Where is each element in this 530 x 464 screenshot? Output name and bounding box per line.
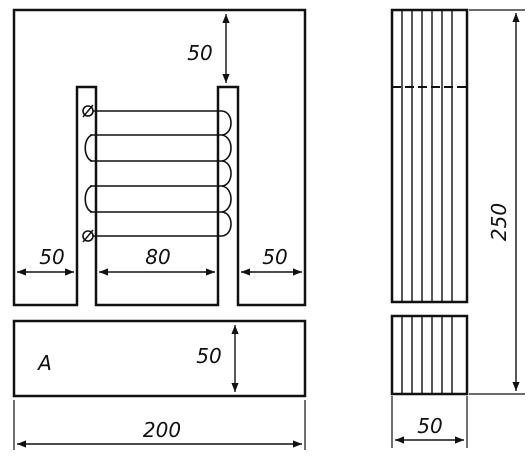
dimension-left-leg: 50 [17, 245, 74, 276]
dimension-right-leg: 50 [241, 245, 302, 276]
dim-label: 80 [145, 245, 170, 269]
dimension-top-window: 50 [187, 14, 230, 83]
dimension-stack-height: 250 [469, 9, 525, 395]
side-view-lower-stack [390, 314, 469, 396]
winding-coil [84, 110, 232, 237]
dim-label: 250 [487, 203, 511, 241]
dim-label: 50 [262, 245, 287, 269]
dimension-window-width: 80 [99, 245, 215, 276]
coil-terminal-icon [82, 104, 94, 118]
dim-label: 50 [196, 344, 221, 368]
dim-label: 50 [417, 414, 442, 438]
dim-label: 200 [143, 418, 181, 442]
dimension-total-width: 200 [13, 400, 306, 450]
side-view-upper-stack [390, 8, 469, 304]
part-letter: A [36, 351, 52, 375]
dim-label: 50 [187, 41, 212, 65]
coil-terminal-icon [82, 229, 94, 243]
dimension-stack-width: 50 [391, 396, 468, 448]
yoke-piece-a: A [12, 319, 307, 398]
core-upper-piece [12, 8, 307, 307]
dimension-yoke-height: 50 [196, 325, 239, 392]
dim-label: 50 [39, 245, 64, 269]
